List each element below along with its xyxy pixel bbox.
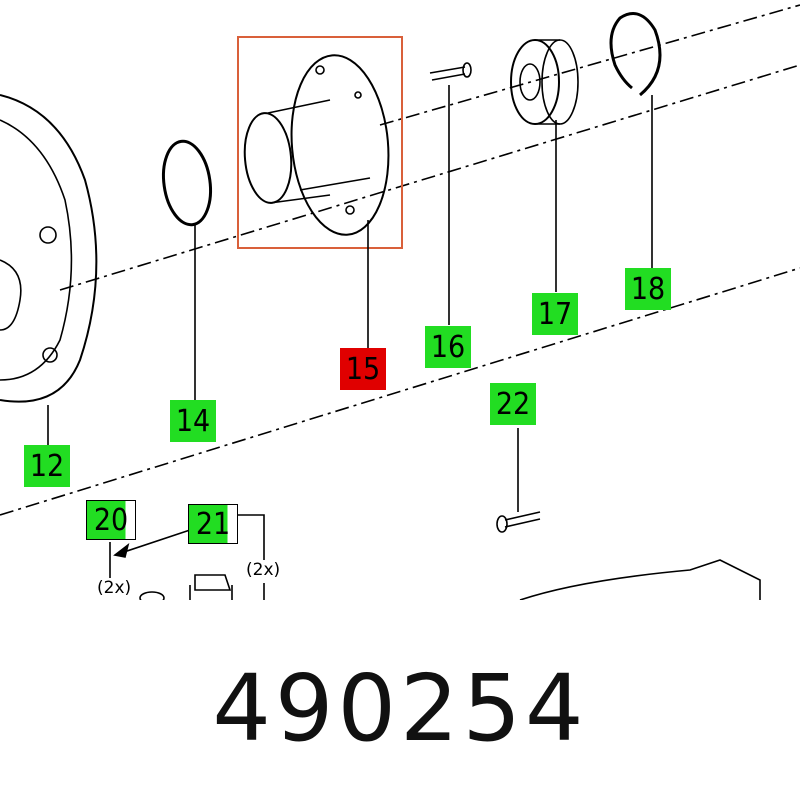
bearing-part-17 (510, 39, 579, 125)
circlip-part-18 (609, 12, 662, 97)
o-ring-part-14 (161, 139, 213, 227)
highlight-frame (237, 36, 403, 249)
part-number: 490254 (212, 655, 588, 762)
callout-18[interactable]: 18 (625, 268, 671, 310)
axis-line (59, 64, 800, 291)
callout-21[interactable]: 21 (188, 504, 238, 544)
quantity-20: (2x) (97, 578, 132, 598)
callout-22[interactable]: 22 (490, 383, 536, 425)
screw-part-22 (496, 511, 541, 533)
callout-20[interactable]: 20 (86, 500, 136, 540)
housing-part-12 (0, 94, 98, 403)
pin-part-16 (429, 62, 472, 81)
quantity-21: (2x) (246, 560, 281, 580)
axis-line (0, 267, 800, 516)
callout-17[interactable]: 17 (532, 293, 578, 335)
axis-line (379, 4, 800, 126)
callout-15-highlighted[interactable]: 15 (340, 348, 386, 390)
flange-part-15 (243, 54, 390, 236)
callout-16[interactable]: 16 (425, 326, 471, 368)
callout-12[interactable]: 12 (24, 445, 70, 487)
callout-14[interactable]: 14 (170, 400, 216, 442)
